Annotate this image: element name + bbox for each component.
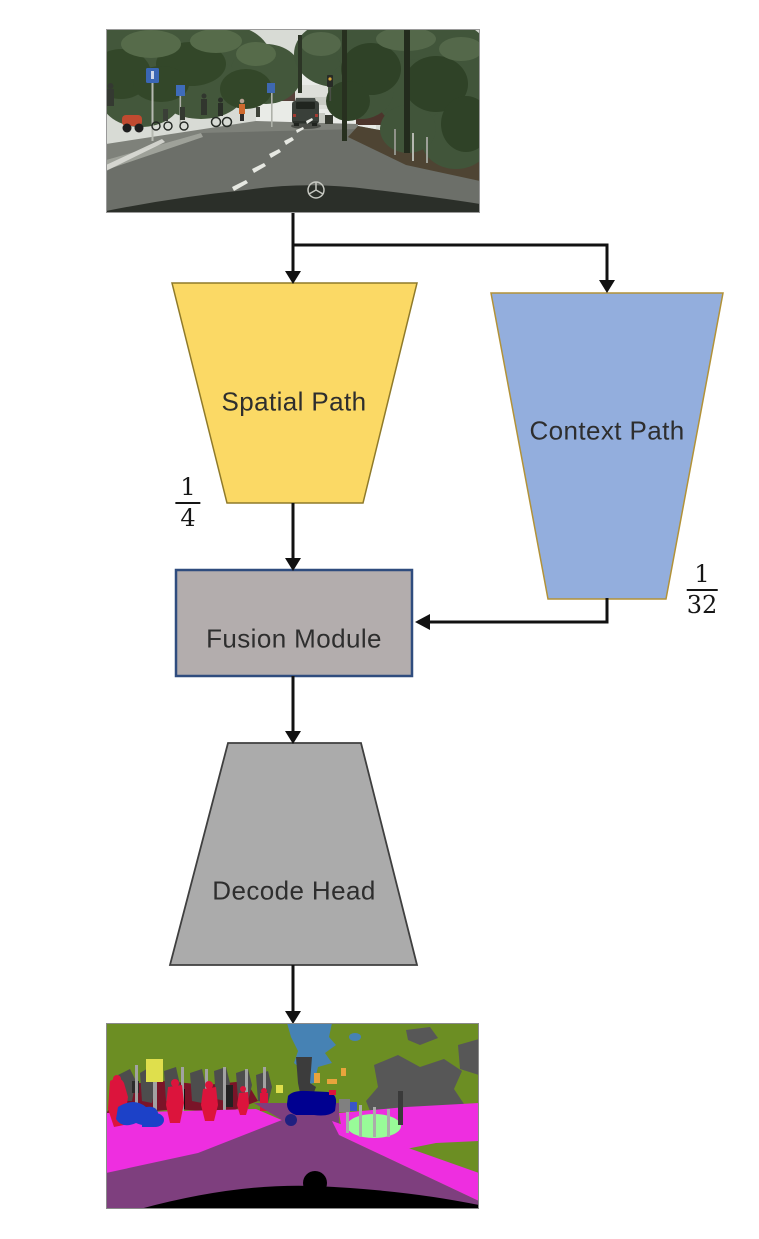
lane-markings	[232, 118, 313, 191]
tree-trunk	[342, 29, 347, 141]
arrow-lines	[291, 213, 609, 1012]
vehicles	[291, 98, 333, 129]
arrow-input-to-context	[291, 243, 609, 281]
seg-car	[287, 1090, 337, 1116]
spatial-path-node	[171, 282, 418, 504]
seg-traffic-lights	[314, 1068, 346, 1084]
scale-fraction-one-thirtysecond: 1 32	[686, 561, 718, 619]
fusion-module-node	[174, 568, 414, 678]
fraction-numerator: 1	[686, 561, 718, 591]
seg-blue-vehicle	[116, 1102, 164, 1127]
context-path-label: Context Path	[529, 415, 685, 446]
seg-ego-hood	[140, 1185, 479, 1209]
seg-road	[106, 1103, 479, 1209]
arrow-heads	[285, 271, 615, 1024]
sidewalk	[106, 121, 358, 160]
seg-sidewalk-diagonal	[332, 1121, 479, 1201]
input-street-photo	[106, 29, 480, 213]
fraction-denominator: 32	[686, 590, 718, 619]
seg-sky	[287, 1023, 336, 1085]
spatial-path-label: Spatial Path	[221, 386, 367, 417]
car-hood	[106, 185, 480, 213]
hood-emblem	[307, 181, 325, 199]
street-people	[107, 68, 428, 163]
seg-traffic-sign	[146, 1059, 163, 1082]
scale-fraction-one-fourth: 1 4	[175, 474, 201, 532]
context-path-node	[490, 292, 724, 600]
output-segmentation-map	[106, 1023, 479, 1209]
seg-persons	[108, 1075, 268, 1127]
arrow-context-to-fusion	[429, 598, 609, 624]
fraction-denominator: 4	[180, 503, 196, 532]
fraction-numerator: 1	[175, 474, 201, 504]
fusion-module-label: Fusion Module	[206, 623, 382, 654]
decode-head-label: Decode Head	[212, 875, 376, 906]
decode-head-node	[168, 742, 419, 966]
seg-poles-right	[346, 1101, 390, 1137]
